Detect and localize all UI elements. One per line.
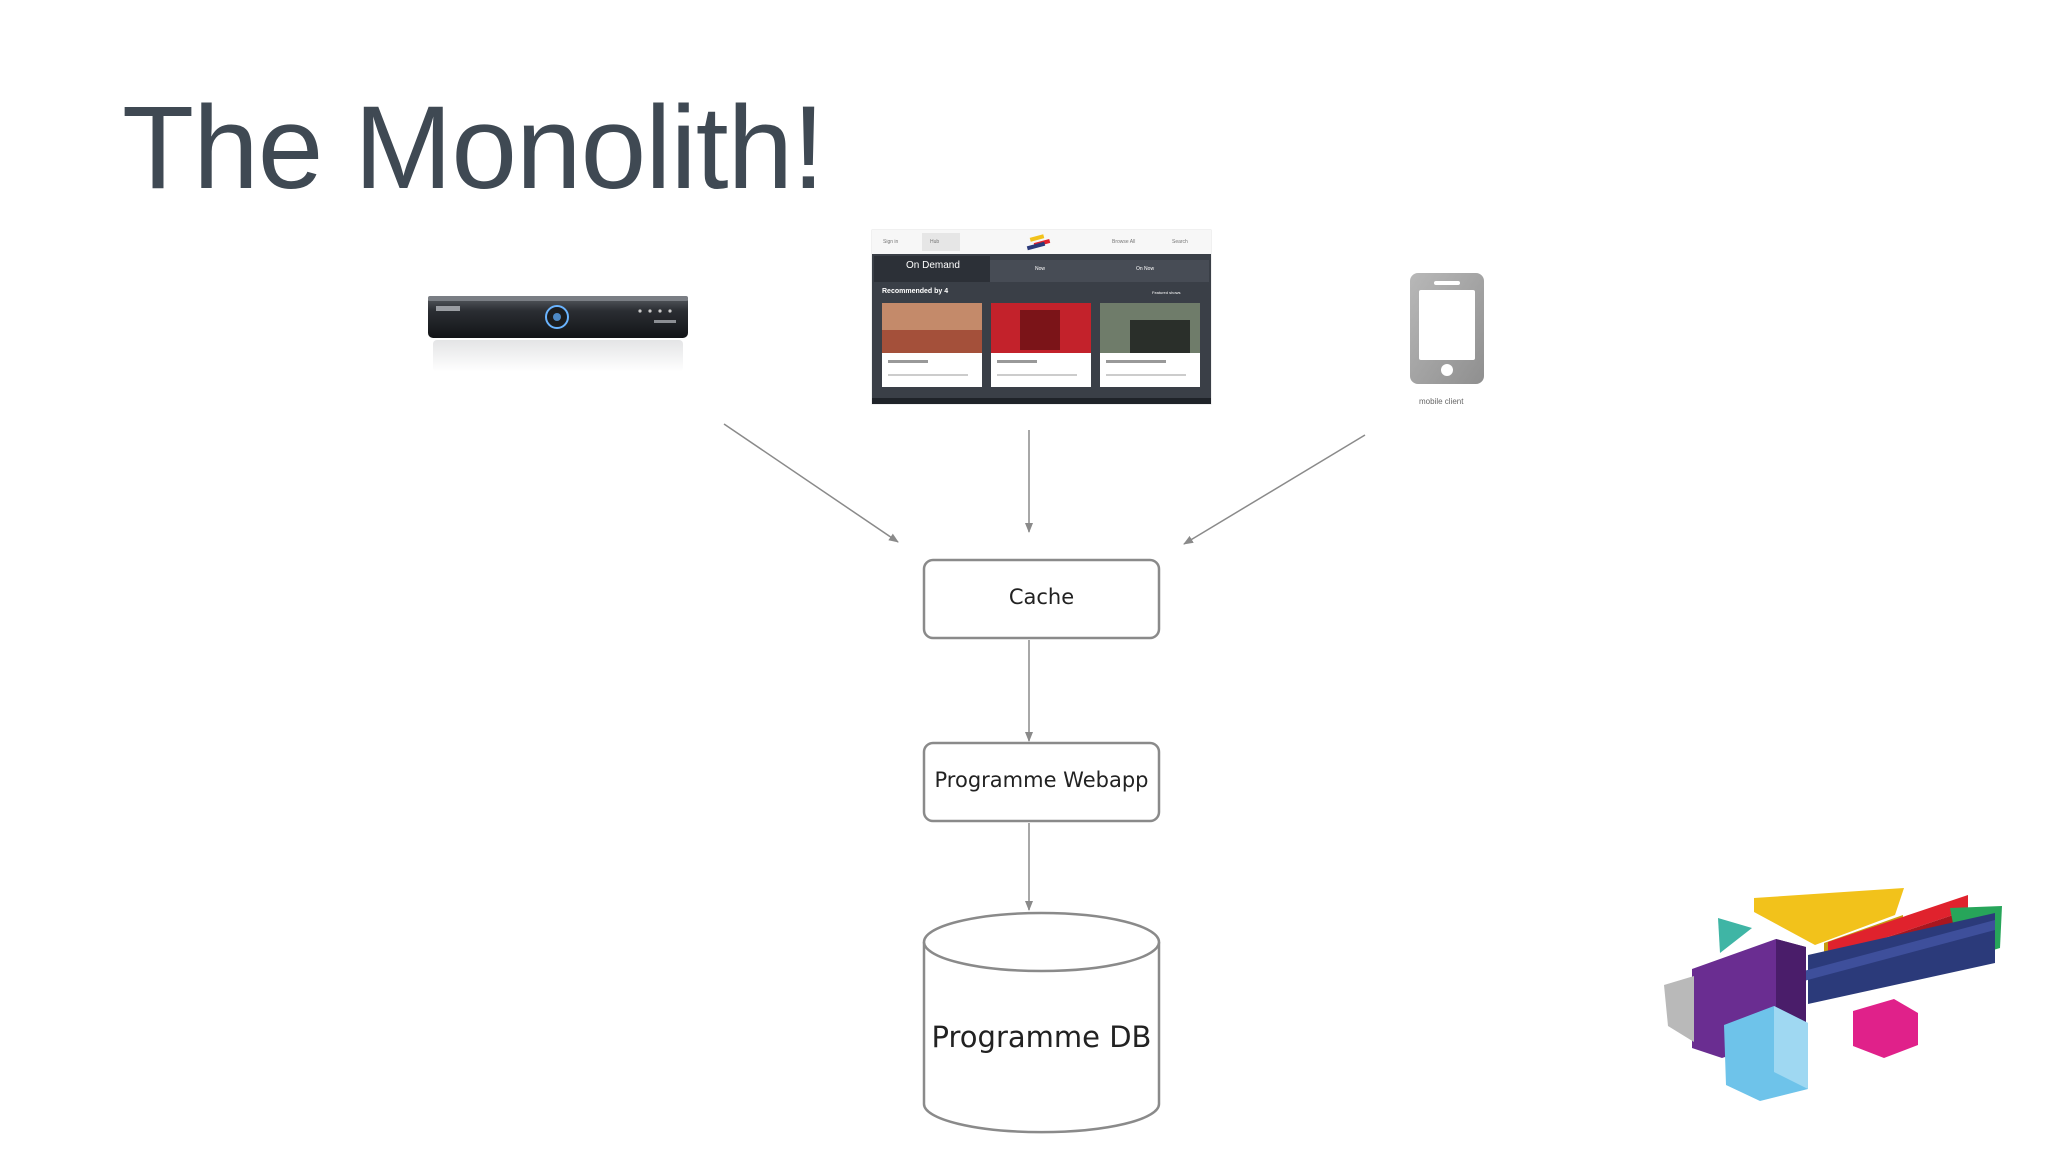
web-tab-on-demand: On Demand: [906, 260, 960, 271]
cache-box: [922, 558, 1161, 640]
web-tab-on-now: On Now: [1136, 266, 1155, 272]
web-section-title: Recommended by 4: [882, 288, 949, 295]
web-section-link: Featured shows: [1152, 290, 1181, 295]
webapp-box: [922, 741, 1161, 823]
web-header-sign-in: Sign in: [883, 239, 899, 245]
mobile-phone-icon: [1410, 273, 1484, 384]
web-header-browse: Browse All: [1112, 239, 1136, 245]
web-tab-now: Now: [1035, 266, 1046, 272]
channel-4-small-logo: [1026, 234, 1051, 251]
arrow-set-top-box-to-cache: [723, 423, 899, 543]
slide-title: The Monolith!: [122, 82, 825, 214]
arrow-mobile-to-cache: [1183, 434, 1366, 545]
cache-label: Cache: [1008, 585, 1075, 609]
channel-4-logo: [1664, 888, 2002, 1101]
web-header-hub: Hub: [930, 239, 940, 245]
set-top-box-icon: [428, 296, 688, 372]
webapp-label: Programme Webapp: [934, 768, 1149, 792]
db-label: Programme DB: [931, 1020, 1152, 1054]
web-client-screenshot: [871, 229, 1212, 405]
web-header-search: Search: [1172, 239, 1188, 245]
mobile-client-label: mobile client: [1419, 397, 1464, 406]
programme-db-cylinder: [922, 911, 1161, 1134]
